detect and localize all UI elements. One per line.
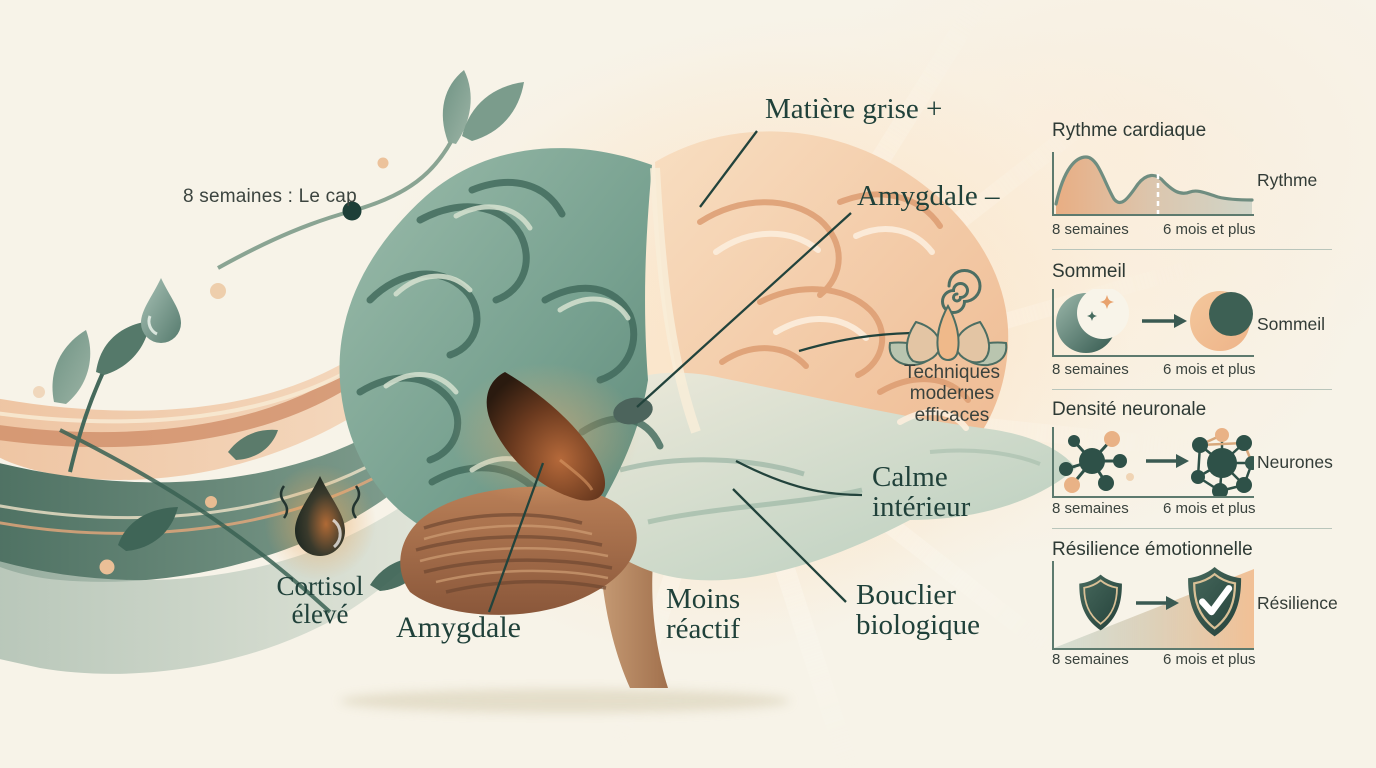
shield-checked-icon — [1188, 567, 1242, 637]
sommeil-chart — [1052, 289, 1254, 357]
lotus-icon — [888, 303, 1008, 367]
side-label: Sommeil — [1257, 314, 1326, 334]
moins-reactif-label: Moins réactif — [666, 583, 741, 646]
techniques-label: Techniques modernes efficaces — [903, 362, 1001, 426]
x-axis-right-label: 6 mois et plus — [1163, 500, 1256, 517]
peach-gyri-swirls — [697, 191, 971, 403]
dense-neuron-icon — [1191, 428, 1254, 496]
neurones-chart — [1052, 427, 1254, 498]
panel-title: Résilience émotionnelle — [1052, 539, 1253, 560]
sparkle-star-icon — [1100, 295, 1114, 309]
resilience-chart — [1052, 561, 1254, 650]
leader-bouclier — [732, 488, 847, 603]
moon-to-full-circle-icon — [1056, 289, 1253, 353]
brainstem-shape — [600, 560, 668, 688]
crescent-moon-icon — [1056, 289, 1129, 353]
x-axis-right-label: 6 mois et plus — [1163, 221, 1256, 238]
x-axis-left-label: 8 semaines — [1052, 651, 1129, 668]
leader-calme — [735, 459, 863, 497]
bouclier-label: Bouclier biologique — [856, 579, 981, 642]
brain-illustration — [339, 131, 1076, 688]
calme-label: Calme intérieur — [872, 461, 971, 524]
panel-resilience-emotionnelle: Résilience émotionnelle — [1040, 535, 1376, 673]
timeline-dot — [342, 201, 362, 221]
milestone-label: 8 semaines : Le cap — [183, 186, 357, 207]
temporal-lobe-shape — [552, 372, 1076, 581]
side-label: Résilience — [1257, 593, 1338, 613]
decorative-dots — [33, 157, 389, 575]
arrow-right-icon — [1142, 314, 1187, 328]
arrow-right-icon — [1136, 596, 1179, 610]
small-star-icon — [1087, 311, 1097, 321]
amygdala-spot — [613, 397, 653, 425]
amygdala-shape — [486, 372, 606, 501]
leaf-sprout-icon — [52, 321, 150, 473]
checkmark-icon — [1199, 585, 1233, 616]
shield-check-icon — [1054, 567, 1254, 648]
side-label: Neurones — [1257, 452, 1333, 472]
leader-techniques — [798, 331, 912, 353]
milestone-branch — [217, 70, 524, 270]
cortisol-label: Cortisol élevé — [276, 571, 364, 630]
water-droplet-icon — [141, 278, 181, 343]
panel-title: Sommeil — [1052, 261, 1126, 282]
peach-gyri-highlights — [713, 226, 969, 431]
panel-title: Rythme cardiaque — [1052, 120, 1207, 141]
amygdale-label: Amygdale — [396, 611, 521, 644]
panel-title: Densité neuronale — [1052, 399, 1207, 420]
panel-divider — [1052, 249, 1332, 250]
panel-sommeil: Sommeil — [1040, 257, 1376, 395]
panel-divider — [1052, 389, 1332, 390]
arrow-right-icon — [1146, 454, 1189, 468]
x-axis-right-label: 6 mois et plus — [1163, 651, 1256, 668]
matiere-grise-label: Matière grise + — [765, 93, 943, 125]
x-axis-left-label: 8 semaines — [1052, 221, 1129, 238]
teal-gyri-swirls — [356, 179, 664, 494]
panel-divider — [1052, 528, 1332, 529]
panel-rythme-cardiaque: Rythme cardiaque Rythme 8 semaines 6 moi… — [1040, 116, 1376, 254]
sparse-neuron-icon — [1059, 431, 1134, 493]
x-axis-left-label: 8 semaines — [1052, 361, 1129, 378]
neuron-network-icon — [1059, 428, 1254, 496]
x-axis-left-label: 8 semaines — [1052, 500, 1129, 517]
panel-densite-neuronale: Densité neuronale — [1040, 395, 1376, 533]
spiral-icon — [941, 269, 982, 314]
amygdale-minus-label: Amygdale – — [857, 180, 1000, 212]
ground-shadow — [340, 689, 790, 713]
cortisol-drop-icon — [264, 464, 376, 580]
shield-plain-icon — [1079, 574, 1122, 631]
leader-amygdale-minus — [636, 212, 852, 408]
full-sleep-circle-icon — [1190, 291, 1253, 351]
heart-rate-curve-icon — [1054, 155, 1254, 214]
leader-lines — [487, 130, 912, 613]
x-axis-right-label: 6 mois et plus — [1163, 361, 1256, 378]
side-label: Rythme — [1257, 170, 1318, 190]
cerebellum-folds — [415, 513, 613, 594]
leader-amygdale — [487, 462, 545, 613]
heart-rate-chart — [1052, 152, 1254, 216]
leader-matiere-grise — [699, 130, 758, 208]
